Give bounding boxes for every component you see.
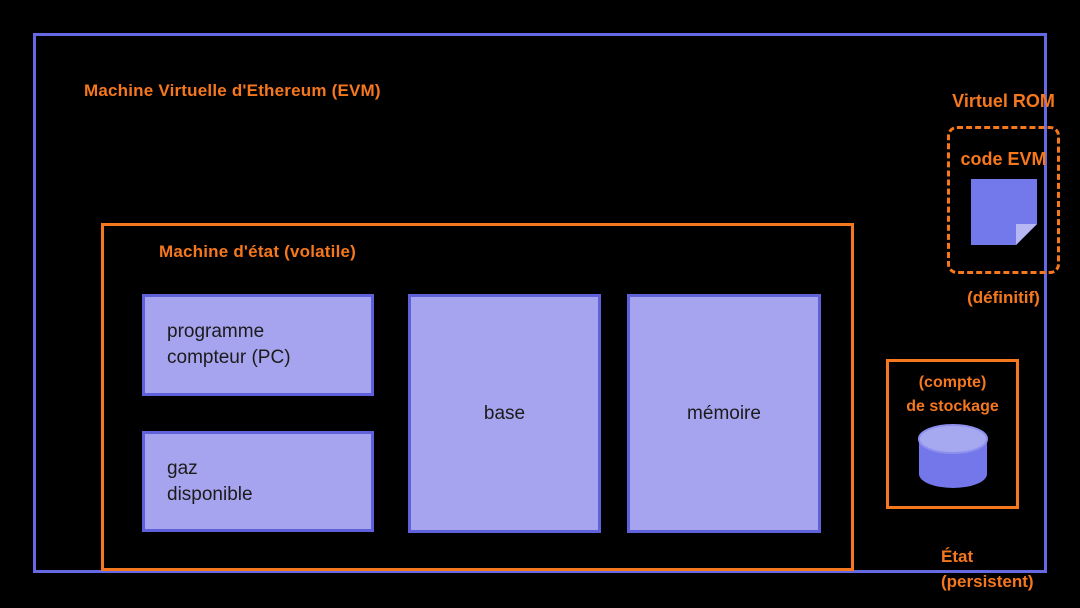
memory-box: mémoire xyxy=(627,294,821,533)
database-icon xyxy=(917,424,988,488)
storage-line1: (compte) xyxy=(918,374,987,391)
state-caption-line2: (persistent) xyxy=(941,572,1034,591)
stack-label: base xyxy=(483,402,526,424)
evm-container-box: Machine Virtuelle d'Ethereum (EVM) Machi… xyxy=(33,33,1060,591)
state-machine-box xyxy=(101,223,854,571)
gas-available-box: gaz disponible xyxy=(142,431,374,532)
stack-box: base xyxy=(408,294,601,533)
storage-account-label: (compte) de stockage xyxy=(889,371,1016,419)
state-caption: État (persistent) xyxy=(941,544,1034,594)
evm-code-label: code EVM xyxy=(960,149,1047,169)
definitif-caption: (définitif) xyxy=(967,288,1040,307)
virtual-rom-box: code EVM xyxy=(947,126,1060,274)
state-caption-line1: État xyxy=(941,547,974,566)
storage-line2: de stockage xyxy=(906,398,999,415)
note-icon xyxy=(970,179,1037,245)
gas-line1: gaz xyxy=(167,457,198,479)
memory-label: mémoire xyxy=(687,402,761,424)
evm-title: Machine Virtuelle d'Ethereum (EVM) xyxy=(84,81,381,100)
program-counter-box: programme compteur (PC) xyxy=(142,294,374,396)
program-counter-label: programme compteur (PC) xyxy=(167,319,291,371)
gas-line2: disponible xyxy=(167,483,253,505)
state-machine-label: Machine d'état (volatile) xyxy=(159,242,357,261)
program-counter-line1: programme xyxy=(167,321,265,342)
gas-available-label: gaz disponible xyxy=(167,456,253,508)
storage-account-box: (compte) de stockage xyxy=(886,359,1019,509)
program-counter-line2: compteur (PC) xyxy=(167,347,291,368)
virtual-rom-title: Virtuel ROM xyxy=(952,91,1055,111)
